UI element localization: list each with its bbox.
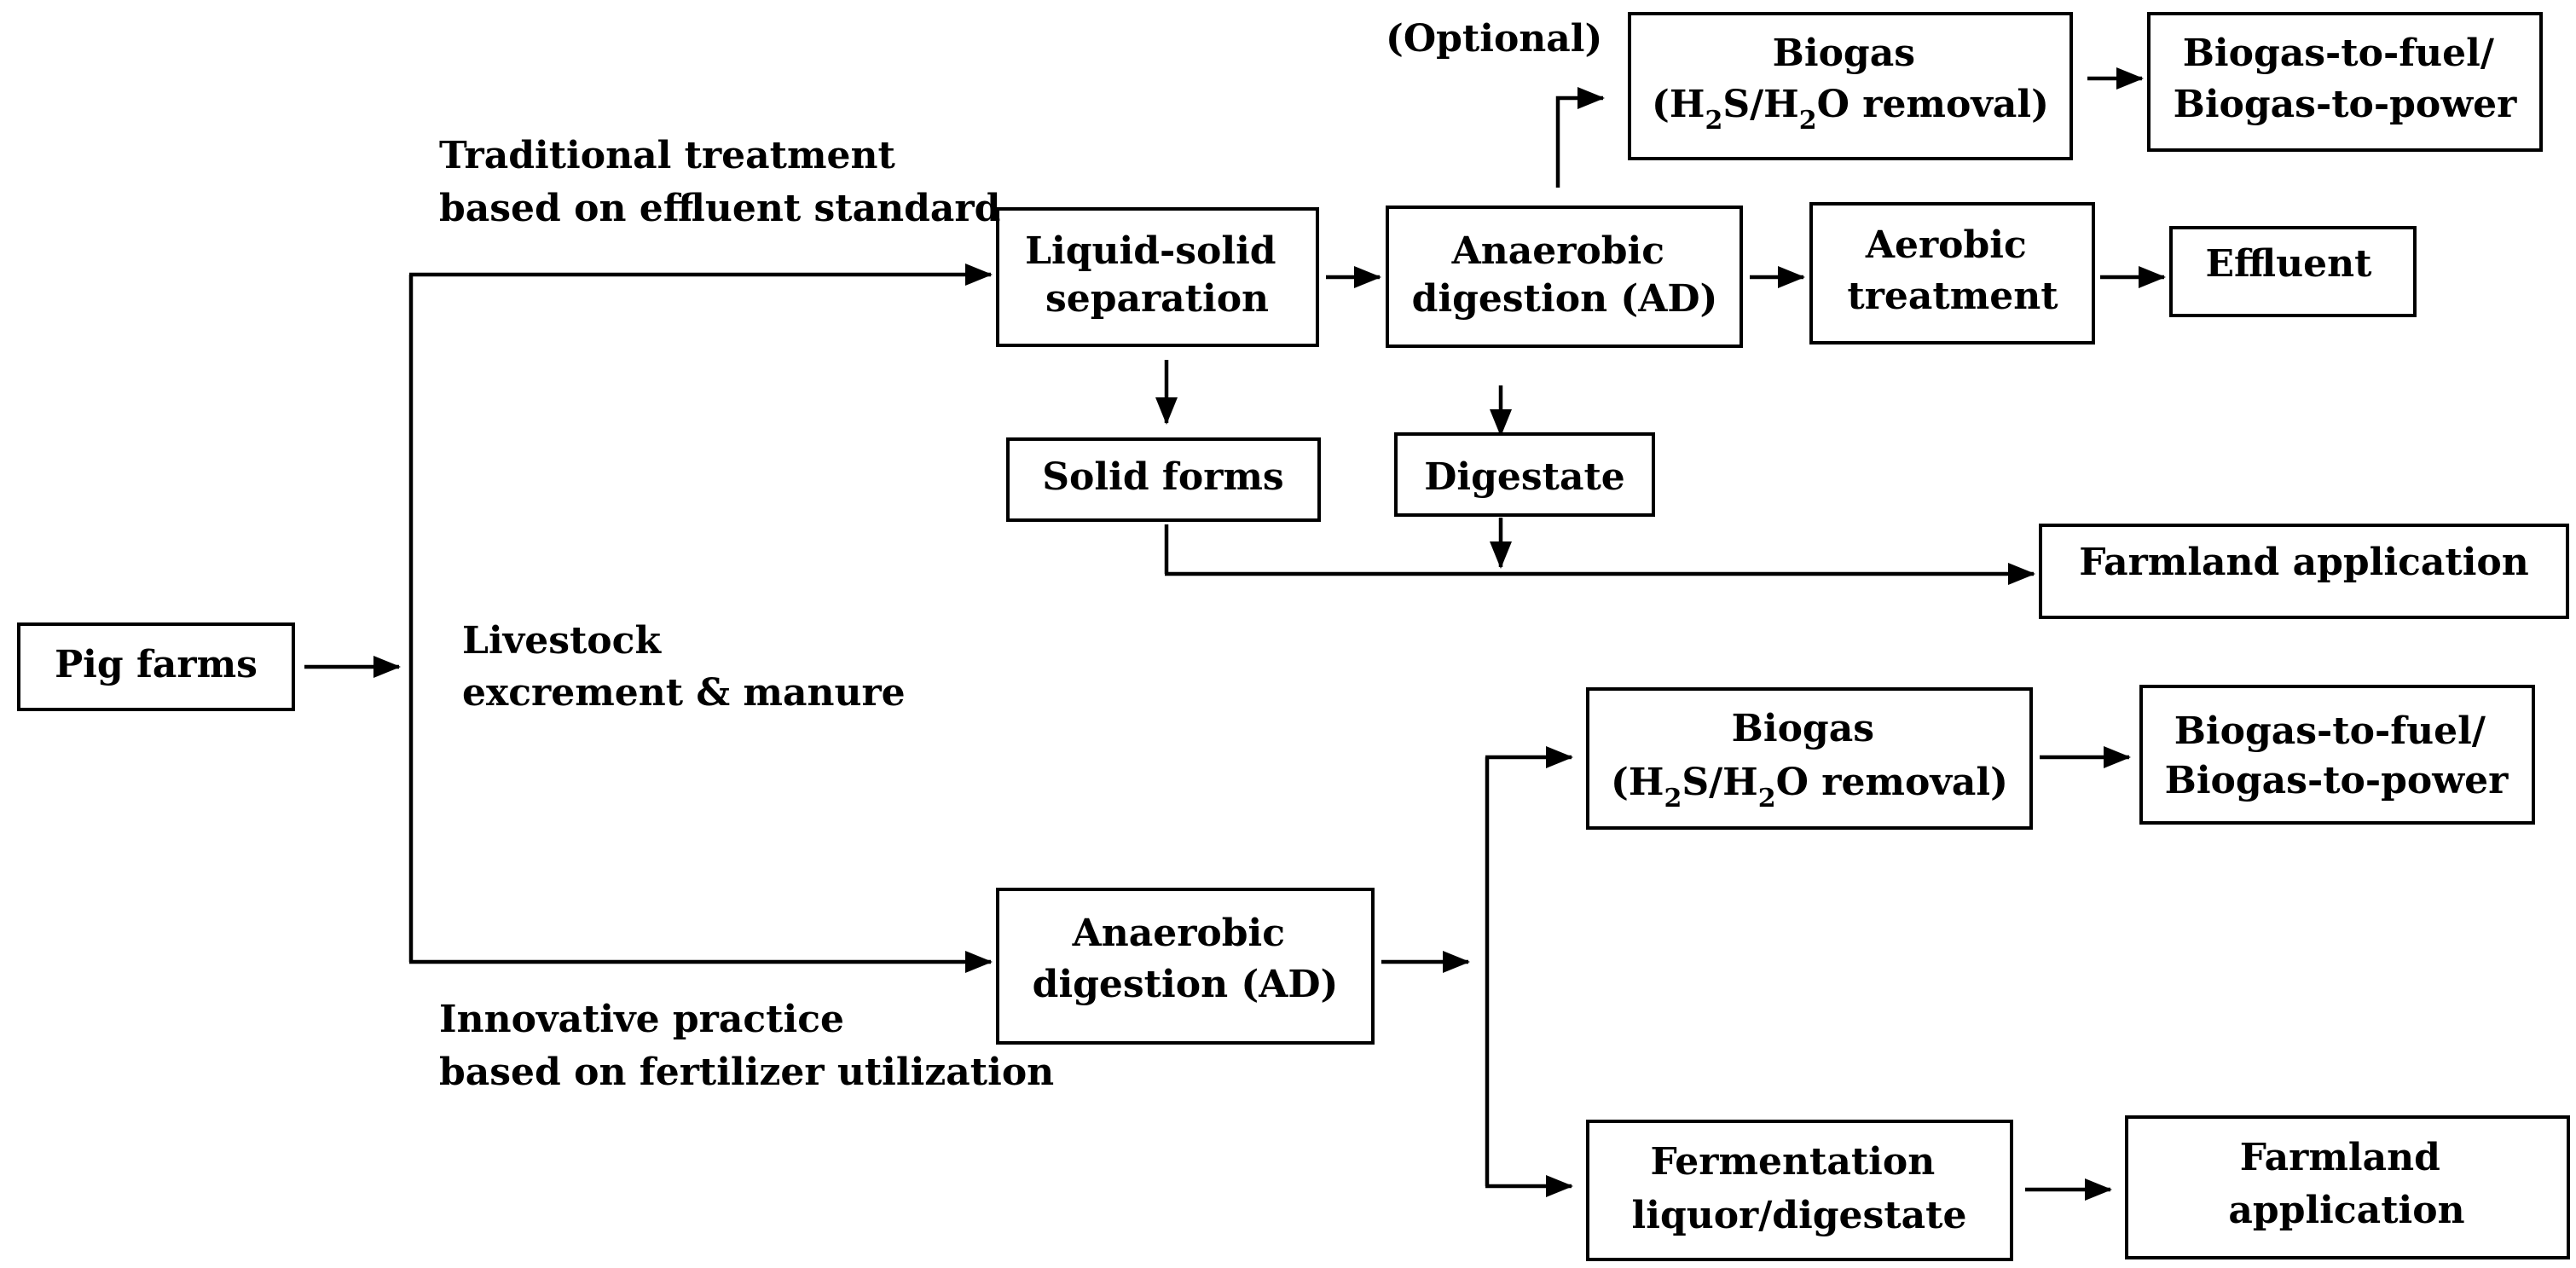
box-biogas-bottom-label: Biogas (H2S/H2O removal): [1611, 707, 2008, 813]
box-ad-top-label: Anaerobic digestion (AD): [1412, 229, 1718, 321]
box-pig-farms-label: Pig farms: [55, 643, 258, 686]
box-liquid-solid-label: Liquid-solid separation: [1025, 229, 1289, 321]
box-pig-farms: Pig farms: [17, 622, 295, 711]
box-solid-forms: Solid forms: [1006, 437, 1321, 522]
box-aerobic-treatment: Aerobic treatment: [1809, 202, 2095, 345]
box-fermentation-label: Fermentation liquor/digestate: [1632, 1140, 1967, 1237]
box-aerobic-label: Aerobic treatment: [1847, 223, 2058, 318]
innovative-practice-label: Innovative practice based on fertilizer …: [439, 998, 1054, 1094]
box-liquid-solid-separation: Liquid-solid separation: [996, 207, 1319, 347]
box-effluent: Effluent: [2169, 226, 2417, 317]
box-solid-forms-label: Solid forms: [1042, 455, 1283, 499]
box-biogas-top-label: Biogas (H2S/H2O removal): [1652, 32, 2049, 136]
box-farmland-top-label: Farmland application: [2079, 541, 2529, 584]
box-biogas-to-power-bottom: Biogas-to-fuel/ Biogas-to-power: [2139, 685, 2535, 825]
arrow-ad-to-biogas-top: [1555, 87, 1605, 188]
box-ad-bottom-label: Anaerobic digestion (AD): [1033, 912, 1339, 1006]
optional-label: (Optional): [1386, 17, 1602, 61]
box-biogas-top: Biogas (H2S/H2O removal): [1628, 12, 2073, 160]
box-biogas-bottom: Biogas (H2S/H2O removal): [1586, 687, 2033, 830]
box-biogas-to-power-top: Biogas-to-fuel/ Biogas-to-power: [2147, 12, 2543, 152]
traditional-treatment-label: Traditional treatment based on effluent …: [439, 134, 1000, 230]
box-farmland-application-bottom: Farmland application: [2125, 1115, 2570, 1259]
livestock-label: Livestock excrement & manure: [462, 619, 906, 715]
box-fermentation-liquor: Fermentation liquor/digestate: [1586, 1120, 2013, 1261]
box-biogas-to-power-top-label: Biogas-to-fuel/ Biogas-to-power: [2174, 32, 2517, 126]
box-biogas-to-power-bottom-label: Biogas-to-fuel/ Biogas-to-power: [2165, 709, 2509, 802]
box-anaerobic-digestion-top: Anaerobic digestion (AD): [1386, 206, 1743, 348]
box-anaerobic-digestion-bottom: Anaerobic digestion (AD): [996, 888, 1375, 1045]
box-digestate-label: Digestate: [1424, 455, 1625, 499]
box-effluent-label: Effluent: [2206, 242, 2373, 286]
box-farmland-application-top: Farmland application: [2039, 524, 2569, 619]
box-digestate: Digestate: [1394, 432, 1655, 517]
connectors: [304, 67, 2166, 1201]
box-farmland-bottom-label: Farmland application: [2228, 1136, 2464, 1232]
